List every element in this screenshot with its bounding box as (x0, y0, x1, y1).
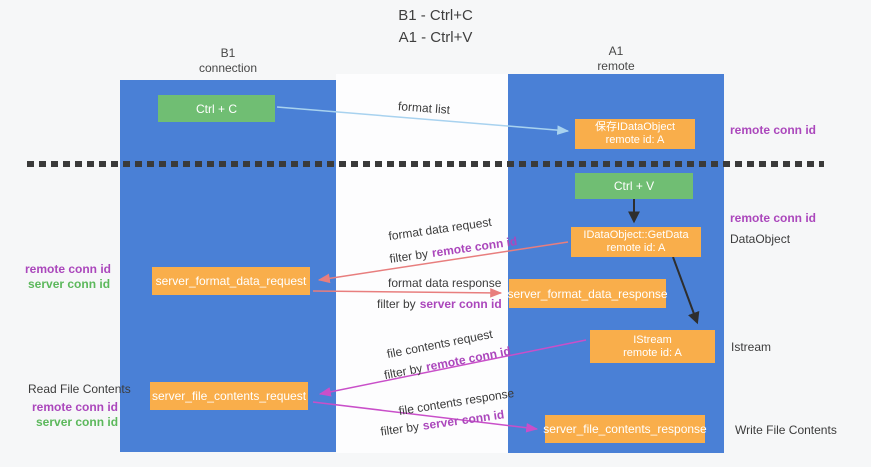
server-conn-id-filter-value: server conn id (419, 297, 502, 311)
istream-box: IStream remote id: A (590, 330, 715, 363)
idataobject-getdata-line1: IDataObject::GetData (583, 229, 689, 241)
left-column-role: connection (198, 61, 258, 75)
left-column-header: B1 connection (120, 46, 336, 76)
ctrl-c-box: Ctrl + C (158, 95, 275, 122)
server-format-data-request-label: server_format_data_request (155, 274, 307, 288)
save-idataobject-line1: 保存IDataObject (594, 121, 676, 133)
save-idataobject-line2: remote id: A (605, 134, 665, 146)
istream-line1: IStream (633, 333, 672, 346)
ctrl-v-label: Ctrl + V (613, 179, 655, 193)
right-column-header: A1 remote (508, 44, 724, 74)
remote-conn-id-annotation-mid-left: remote conn id (25, 262, 112, 276)
right-column-name: A1 (608, 44, 624, 58)
server-file-contents-request-label: server_file_contents_request (151, 389, 307, 403)
server-file-contents-response-box: server_file_contents_response (543, 415, 707, 443)
diagram-title: B1 - Ctrl+C A1 - Ctrl+V (0, 5, 871, 49)
diagram-title-line2: A1 - Ctrl+V (398, 29, 473, 46)
server-format-data-request-box: server_format_data_request (152, 267, 310, 295)
remote-conn-id-annotation-mid-right: remote conn id (730, 211, 817, 225)
istream-line2: remote id: A (623, 346, 682, 359)
remote-conn-id-annotation-top-right: remote conn id (730, 123, 817, 137)
left-column-name: B1 (220, 46, 236, 60)
write-file-contents-annotation: Write File Contents (735, 423, 837, 437)
server-format-data-response-label: server_format_data_response (507, 286, 668, 301)
save-idataobject-box: 保存IDataObject remote id: A (575, 119, 695, 149)
server-file-contents-response-label: server_file_contents_response (543, 422, 707, 436)
right-column-role: remote (597, 59, 635, 73)
diagram-title-line1: B1 - Ctrl+C (398, 7, 473, 24)
remote-conn-id-annotation-bottom-left: remote conn id (32, 400, 119, 414)
server-conn-id-annotation-mid-left: server conn id (28, 277, 111, 291)
filter-by-text: filter by (377, 297, 416, 311)
server-conn-id-annotation-bottom-left: server conn id (36, 415, 119, 429)
idataobject-getdata-line2: remote id: A (606, 242, 666, 254)
ctrl-v-box: Ctrl + V (575, 173, 693, 199)
server-format-data-response-box: server_format_data_response (507, 279, 668, 308)
dataobject-annotation: DataObject (730, 232, 791, 246)
server-file-contents-request-box: server_file_contents_request (150, 382, 308, 410)
format-data-response-arrow-label: format data response (388, 276, 502, 290)
ctrl-c-label: Ctrl + C (195, 101, 237, 116)
istream-annotation: Istream (731, 340, 772, 354)
idataobject-getdata-box: IDataObject::GetData remote id: A (571, 227, 701, 257)
read-file-contents-annotation: Read File Contents (28, 382, 131, 396)
